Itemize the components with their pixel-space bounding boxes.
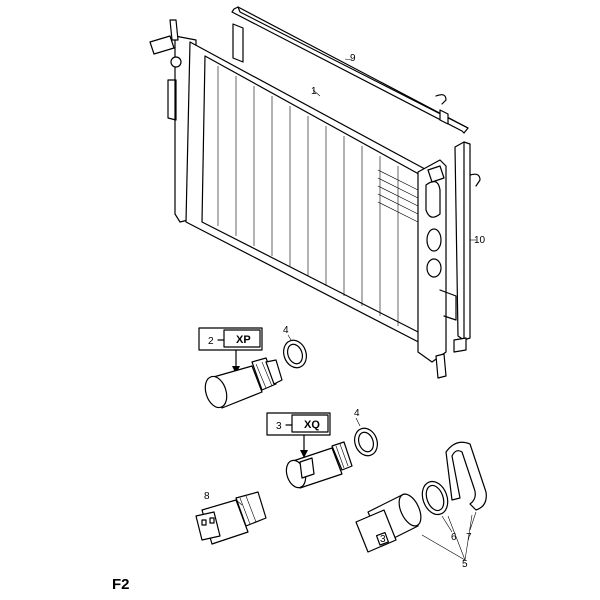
leader-lines bbox=[235, 58, 477, 561]
callout-5: 5 bbox=[462, 559, 468, 570]
callout-4-lower: 4 bbox=[354, 408, 360, 419]
o-ring-6-inner bbox=[425, 484, 445, 512]
code-xq: XQ bbox=[304, 419, 320, 431]
callout-4-upper: 4 bbox=[283, 325, 289, 336]
code-xp: XP bbox=[236, 334, 251, 346]
callout-box-xq bbox=[266, 412, 331, 458]
connector-mark: 3 bbox=[380, 534, 386, 545]
temperature-sender-8 bbox=[195, 491, 267, 545]
seal-strip-10 bbox=[453, 141, 481, 353]
seal-strip-9 bbox=[231, 6, 469, 134]
temperature-switch-xq bbox=[285, 441, 353, 489]
callout-9: 9 bbox=[350, 53, 356, 64]
callout-3: 3 bbox=[276, 421, 282, 432]
coolant-sensor-5 bbox=[355, 493, 422, 553]
figure-label: F2 bbox=[112, 576, 130, 593]
o-ring-4-upper bbox=[283, 339, 307, 369]
retaining-clip-7 bbox=[445, 441, 487, 511]
callout-6: 6 bbox=[451, 532, 457, 543]
callout-8: 8 bbox=[204, 491, 210, 502]
callout-2: 2 bbox=[208, 336, 214, 347]
o-ring-4-upper-inner bbox=[286, 343, 304, 365]
o-ring-6 bbox=[421, 480, 449, 516]
callout-10: 10 bbox=[474, 235, 486, 246]
callout-7: 7 bbox=[466, 532, 472, 543]
o-ring-4-lower bbox=[354, 427, 378, 457]
o-ring-4-lower-inner bbox=[357, 431, 375, 453]
callout-1: 1 bbox=[311, 86, 317, 97]
radiator-1 bbox=[149, 19, 457, 379]
temperature-switch-xp bbox=[204, 357, 283, 409]
